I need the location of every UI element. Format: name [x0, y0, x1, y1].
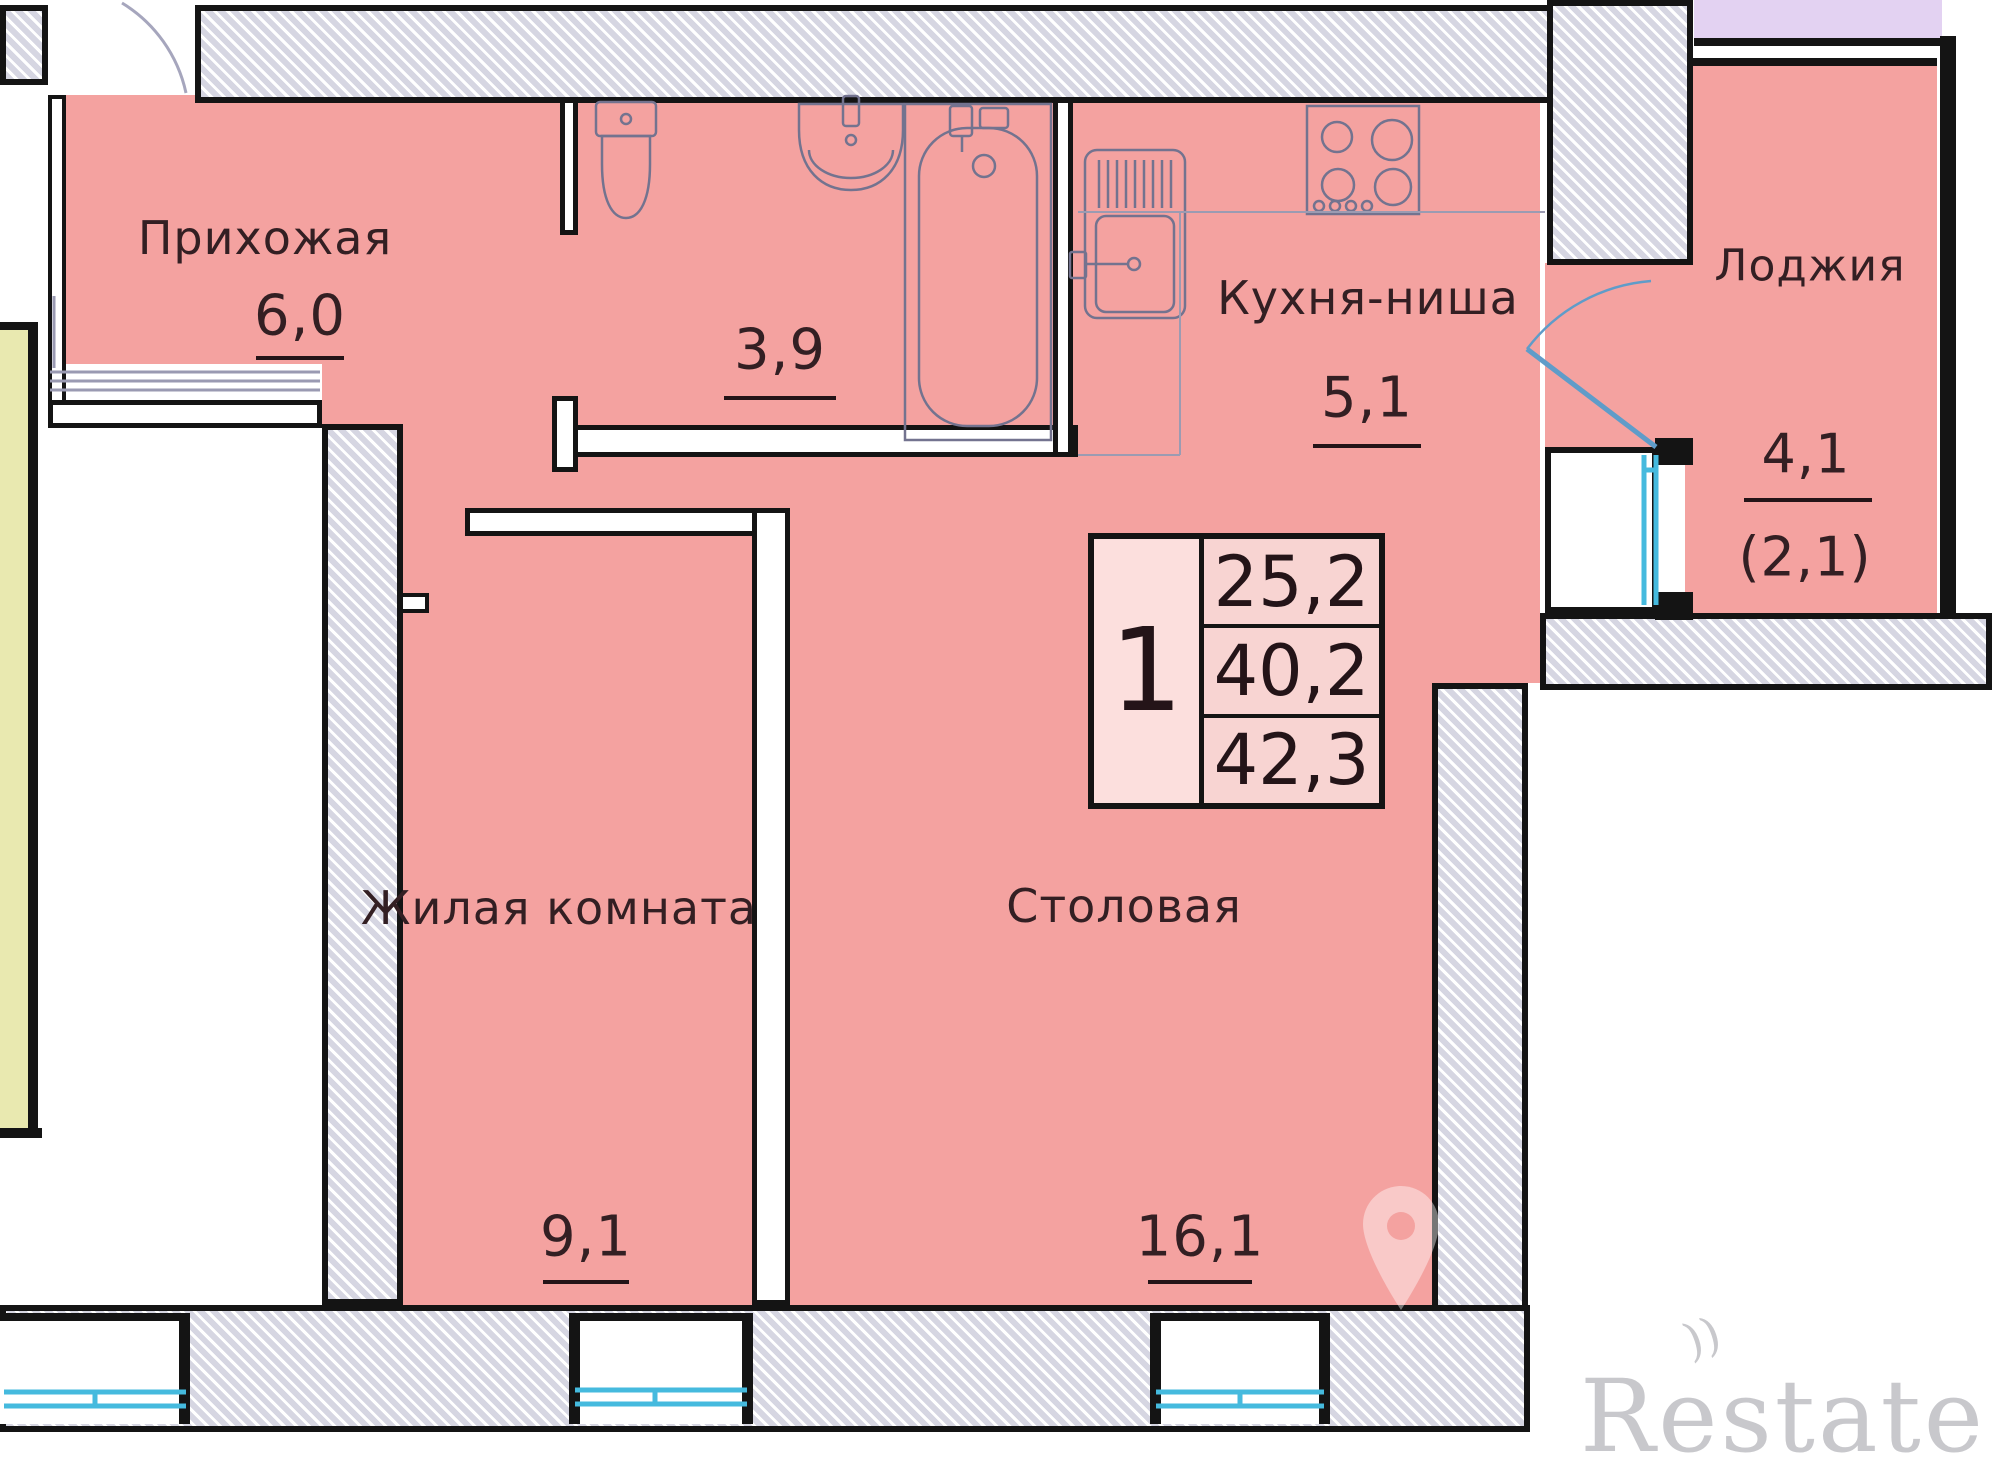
window-niche-dining: [1150, 1313, 1330, 1424]
wall-living-dining-partition: [752, 508, 790, 1305]
room-area-loggia: 4,1: [1761, 422, 1851, 486]
info-total-area: 42,3: [1204, 713, 1379, 803]
room-fill-hallway: [66, 95, 322, 364]
room-area-dining: 16,1: [1135, 1204, 1265, 1270]
loggia-window-niche: [1545, 447, 1658, 613]
room-label-kitchen: Кухня-ниша: [1217, 271, 1519, 325]
loggia-window-stub-top: [1655, 438, 1693, 465]
underline-hallway: [256, 356, 344, 360]
window-niche-living: [569, 1313, 753, 1424]
room-label-living: Жилая комната: [360, 881, 758, 935]
wall-bathroom-left: [560, 98, 578, 235]
wall-bathroom-right: [1053, 98, 1073, 457]
window-niche-adjacent: [0, 1313, 190, 1424]
room-fill-loggia: [1685, 58, 1937, 613]
loggia-right-wall: [1940, 36, 1956, 690]
room-area2-loggia: (2,1): [1738, 525, 1872, 589]
room-area-hallway: 6,0: [253, 283, 347, 349]
loggia-window-stub-bottom: [1655, 592, 1693, 620]
room-label-dining: Столовая: [1006, 879, 1242, 933]
wall-living-top: [465, 508, 790, 536]
wall-kitchen-loggia: [1547, 0, 1693, 265]
watermark-brand: Restate: [1580, 1358, 1986, 1472]
info-living-area: 25,2: [1213, 540, 1370, 623]
room-label-loggia: Лоджия: [1714, 240, 1906, 292]
adjacent-room-yellow: [0, 322, 38, 1128]
underline-loggia: [1744, 498, 1872, 502]
wall-loggia-bottom: [1540, 613, 1992, 690]
room-label-hallway: Прихожая: [137, 211, 393, 265]
wall-top: [195, 5, 1553, 103]
underline-kitchen: [1313, 444, 1421, 448]
room-area-living: 9,1: [539, 1204, 633, 1270]
apartment-info-box: 1 25,2 40,2 42,3: [1088, 533, 1385, 809]
underline-living: [543, 1280, 629, 1284]
wall-top-left-block: [0, 5, 48, 85]
wall-living-left: [322, 424, 403, 1305]
adjacent-room-purple: [1694, 0, 1942, 46]
info-usable-area: 40,2: [1204, 624, 1379, 713]
entrance-door-arc: [121, 1, 188, 94]
room-area-bathroom: 3,9: [733, 317, 827, 383]
room-fill-corridor: [322, 95, 403, 428]
wall-bathroom-bottom: [556, 425, 1078, 457]
adjacent-yellow-bottom-wall: [0, 1128, 42, 1138]
loggia-door-opening: [1545, 263, 1685, 450]
wall-hallway-left: [48, 95, 66, 428]
underline-bathroom: [724, 396, 836, 400]
room-area-kitchen: 5,1: [1320, 365, 1414, 431]
wall-hallway-bottom: [48, 400, 322, 428]
wall-switch-marker: [399, 593, 429, 613]
wall-dining-right: [1432, 683, 1528, 1313]
underline-dining: [1148, 1280, 1252, 1284]
info-rooms-count: 1: [1094, 539, 1204, 803]
wall-bathroom-stub: [552, 396, 578, 472]
